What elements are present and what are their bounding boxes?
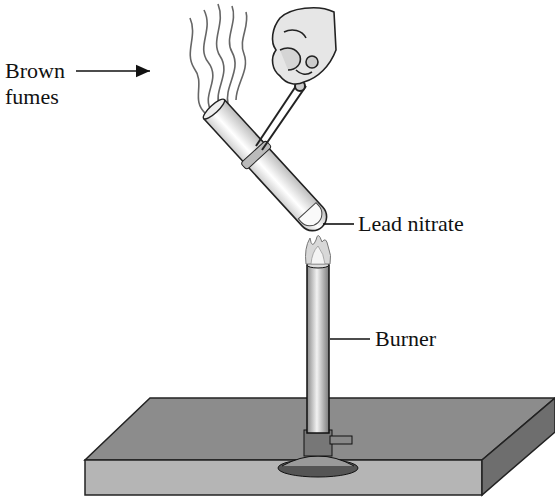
leader-lines [76, 71, 370, 339]
callout-label: Lead nitrate [358, 211, 548, 237]
callout-label: Burner [375, 326, 525, 352]
bunsen-burner [278, 262, 358, 477]
callout-label: Brown fumes [5, 58, 75, 110]
hand [273, 8, 336, 84]
tube-holder [256, 80, 306, 150]
test-tube [199, 95, 335, 239]
brown-fumes [190, 4, 247, 114]
flame [306, 235, 331, 264]
